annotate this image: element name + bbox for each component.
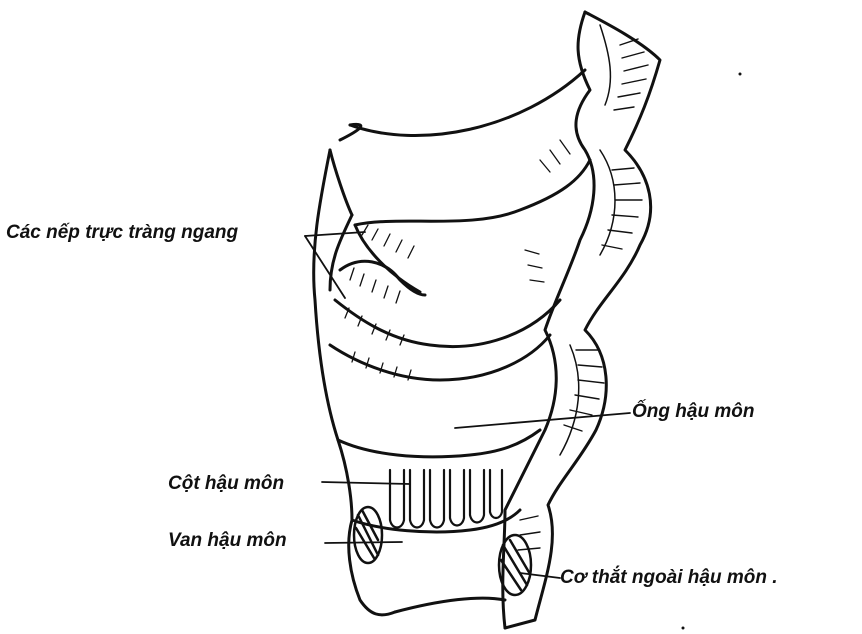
label-anal-column: Cột hậu môn — [168, 473, 284, 495]
leader-canal — [455, 413, 630, 428]
wall-hatching — [518, 39, 648, 550]
leader-folds-1 — [305, 232, 365, 236]
leader-valve — [325, 542, 402, 543]
outer-rectal-wall — [503, 12, 660, 628]
leader-column — [322, 482, 410, 484]
anal-canal-body — [338, 430, 540, 532]
label-anal-canal: Ống hậu môn — [632, 401, 754, 423]
label-anal-valve: Van hậu môn — [168, 530, 287, 552]
label-external-sphincter: Cơ thắt ngoài hậu môn . — [560, 567, 778, 589]
leader-sphincter — [520, 573, 560, 578]
anal-columns — [390, 470, 502, 528]
label-transverse-folds: Các nếp trực tràng ngang — [6, 222, 238, 244]
top-opening — [330, 70, 585, 290]
stray-dot — [739, 73, 742, 76]
stray-dot — [682, 627, 685, 630]
